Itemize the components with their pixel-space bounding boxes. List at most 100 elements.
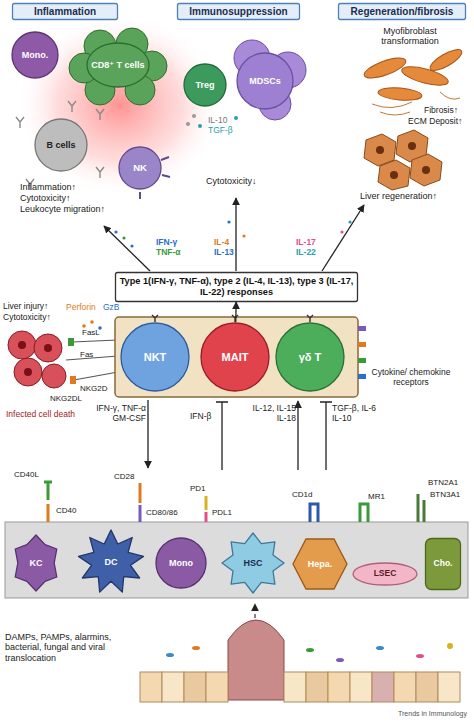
text-label: CD40L: [14, 470, 39, 479]
text-label: Liver regeneration↑: [360, 191, 437, 201]
monocyte-cell: Mono.: [11, 31, 59, 79]
text-label: TGF-β, IL-6 IL-10: [332, 404, 380, 424]
header-box: Inflammation: [12, 3, 118, 20]
endothelial-cell: LSEC: [352, 562, 418, 586]
stellate-cell: HSC: [222, 533, 284, 593]
node-text: MAIT: [222, 351, 249, 364]
monocyte-cell-outline: [156, 538, 206, 588]
cd40l-receptor: [44, 482, 52, 500]
infected-cell: [8, 331, 36, 359]
stellate-cell-outline: [222, 533, 284, 593]
ecm-fiber: [372, 92, 460, 115]
cd28-receptor: [139, 483, 142, 503]
treg-cell: Treg: [183, 63, 227, 107]
b-cell-outline: [35, 119, 87, 171]
liver-cell-band: [5, 522, 468, 598]
text-label: PDL1: [212, 508, 232, 517]
receptor-knob: [358, 342, 366, 347]
text-label: GzB: [103, 303, 120, 313]
effect-arrow: [322, 205, 364, 271]
kupffer-cell-outline: [15, 535, 57, 591]
hepatocyte-art: [410, 154, 442, 186]
cholangiocyte-outline: [426, 539, 461, 590]
nkt-cell-outline: [121, 323, 189, 391]
node-text: Treg: [195, 80, 214, 90]
nucleus: [390, 171, 398, 179]
text-label: DAMPs, PAMPs, alarmins, bacterial, funga…: [5, 632, 137, 663]
header-box: Regeneration/fibrosis: [338, 3, 466, 20]
cholangiocyte: Cho.: [425, 538, 461, 590]
text-label: CD40: [56, 506, 76, 515]
nucleus: [422, 166, 430, 174]
nucleus: [408, 142, 416, 150]
receptor-knob: [358, 326, 366, 331]
nucleus: [18, 341, 26, 349]
text-label: Liver injury↑: [3, 302, 48, 312]
unconventional-t-panel: [115, 317, 358, 397]
receptor-knob: [358, 358, 366, 363]
epithelial-cell: [416, 672, 438, 702]
signal-arrow: [297, 401, 298, 470]
nucleus: [24, 368, 32, 376]
bacterium: [416, 654, 424, 658]
cytokine-dot: [114, 230, 117, 233]
hepatocyte-outline: [293, 539, 347, 589]
node-text: HSC: [243, 558, 262, 568]
mr1-molecule: [360, 504, 368, 522]
pdl1-receptor: [205, 512, 208, 522]
epithelial-cell: [328, 672, 350, 702]
cytokine-dot: [122, 236, 125, 239]
mdsc-cell: MDSCs: [236, 52, 294, 110]
t-cell-cluster-outline: [87, 43, 149, 87]
node-text: KC: [30, 558, 43, 568]
monocyte-cell: Mono: [155, 537, 207, 589]
intestinal-villus: [228, 620, 284, 700]
tcr-symbol: [152, 315, 313, 322]
text-label: Cytotoxicity↑: [3, 313, 51, 323]
text-label: ECM Deposit↑: [408, 117, 462, 127]
node-text: NKT: [144, 351, 167, 364]
epithelial-cell: [206, 672, 228, 702]
bacterium: [306, 648, 314, 652]
dendritic-cell: DC: [78, 530, 144, 594]
cd80-receptor: [139, 505, 142, 522]
node-text: MDSCs: [249, 76, 281, 86]
node-text: LSEC: [374, 569, 397, 579]
text-label: NKG2D: [80, 384, 108, 393]
node-text: NK: [133, 163, 147, 174]
text-label: Fibrosis↑: [424, 106, 458, 116]
cytokine-dot: [242, 234, 245, 237]
epithelial-cell: [162, 672, 184, 702]
bacterium: [336, 658, 344, 662]
nucleus: [44, 344, 52, 352]
text-label: BTN2A1: [428, 478, 458, 487]
hepatocyte-art: [364, 134, 396, 166]
cytokine-dot: [340, 230, 343, 233]
node-text: DC: [105, 557, 118, 567]
response-box-outline: [116, 273, 358, 302]
hepatocyte-art: [378, 160, 410, 190]
header-box: Immunosuppression: [177, 3, 300, 20]
text-label: Infected cell death: [6, 410, 75, 420]
text-label: CD28: [114, 472, 134, 481]
cytokine-dot: [198, 124, 202, 128]
cytokine-dot: [192, 114, 196, 118]
fas-receptor: [68, 338, 74, 346]
cd1d-molecule: [310, 504, 318, 522]
monocyte-cell-outline: [12, 32, 58, 78]
mdsc-cell-outline: [237, 53, 293, 109]
myofibroblast: [427, 46, 464, 74]
text-label: Trends in Immunology: [398, 710, 467, 718]
text-label: IL-12, IL-15 IL-18: [250, 404, 296, 424]
hepatocyte: Hepa.: [292, 538, 348, 590]
epithelial-cell: [438, 672, 460, 702]
pd1-receptor: [205, 496, 208, 510]
cytokine-dot: [130, 244, 133, 247]
text-label: Perforin: [66, 303, 96, 313]
effect-arrow: [235, 198, 236, 271]
header-box-outline: [339, 4, 466, 20]
text-label: IL-4: [214, 238, 229, 248]
nk-cell-outline: [119, 147, 161, 189]
t-cell-cluster: CD8⁺ T cells: [86, 42, 150, 88]
infected-cell: [14, 358, 42, 386]
